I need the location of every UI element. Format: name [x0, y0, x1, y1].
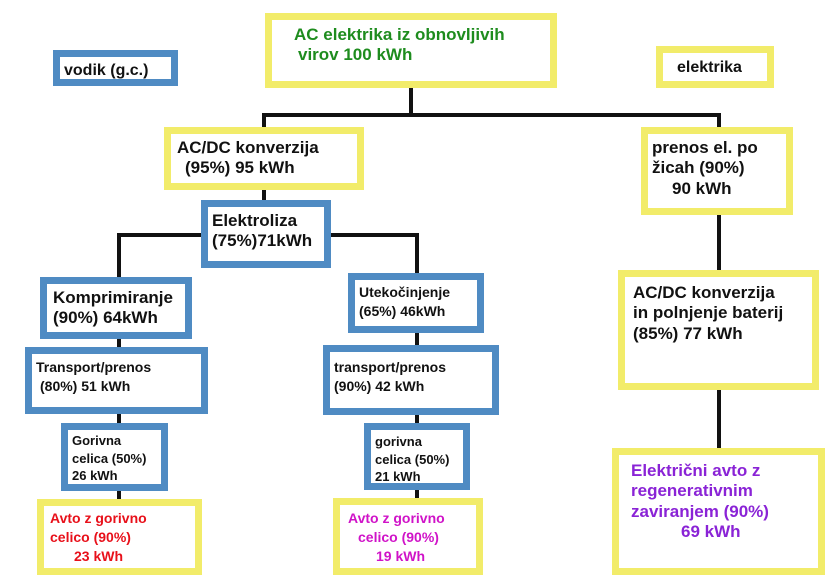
connector-top-horizontal [262, 113, 721, 117]
node-liquefaction: Utekočinjenje (65%) 46kWh [348, 273, 484, 333]
node-electrolysis-line1: Elektroliza [212, 211, 298, 230]
node-compression: Komprimiranje (90%) 64kWh [40, 277, 192, 339]
node-transmission-line2: žicah (90%) [652, 158, 745, 178]
node-transmission-line1: prenos el. po [652, 138, 758, 157]
node-battery-line3: (85%) 77 kWh [633, 323, 743, 343]
node-battery-line1: AC/DC konverzija [633, 283, 775, 302]
legend-electricity-label: elektrika [677, 59, 742, 76]
node-compression-line2: (90%) 64kWh [53, 308, 158, 328]
legend-hydrogen: vodik (g.c.) [53, 50, 178, 86]
node-fuelcell-left-line1: Gorivna [72, 433, 122, 448]
connector-compression-transport [117, 338, 121, 348]
node-liquefaction-line2: (65%) 46kWh [359, 302, 446, 319]
node-fuelcell-left-line2: celica (50%) [72, 450, 147, 466]
node-ev-line4: 69 kWh [681, 522, 741, 542]
node-transmission-line3: 90 kWh [672, 178, 732, 198]
node-car-left-line2: celico (90%) [50, 528, 131, 545]
connector-to-compression [117, 233, 121, 279]
connector-to-acdc [262, 113, 266, 127]
connector-transport-fuelcell-mid [415, 414, 419, 424]
connector-to-transmission [717, 113, 721, 127]
node-electrolysis-line2: (75%)71kWh [212, 231, 313, 251]
connector-transport-fuelcell-left [117, 413, 121, 424]
node-fuel-cell-car-left: Avto z gorivno celico (90%) 23 kWh [37, 499, 202, 575]
node-car-mid-line1: Avto z gorivno [348, 510, 445, 526]
node-transport-mid-line2: (90%) 42 kWh [334, 377, 425, 394]
node-compression-line1: Komprimiranje [53, 288, 173, 307]
legend-electricity: elektrika [656, 46, 774, 88]
node-source-electricity: AC elektrika iz obnovljivih virov 100 kW… [265, 13, 557, 88]
connector-to-liquefaction [415, 233, 419, 275]
node-transport-mid-line1: transport/prenos [334, 359, 447, 375]
node-acdc-line1: AC/DC konverzija [177, 138, 319, 157]
connector-transmission-battery [717, 214, 721, 271]
node-transport-left-line1: Transport/prenos [36, 359, 152, 375]
node-fuelcell-mid-line1: gorivna [375, 434, 422, 449]
node-car-left-line3: 23 kWh [74, 547, 124, 564]
connector-source-down [409, 88, 413, 115]
node-ev-line2: regenerativnim [631, 481, 753, 501]
node-transport-left: Transport/prenos (80%) 51 kWh [25, 347, 208, 414]
node-car-left-line1: Avto z gorivno [50, 510, 147, 526]
node-source-line2: virov 100 kWh [298, 45, 413, 65]
node-source-line1: AC elektrika iz obnovljivih [294, 25, 505, 44]
node-fuel-cell-mid: gorivna celica (50%) 21 kWh [364, 423, 470, 490]
node-fuel-cell-left: Gorivna celica (50%) 26 kWh [61, 423, 168, 491]
node-fuelcell-left-line3: 26 kWh [72, 468, 118, 484]
node-car-mid-line2: celico (90%) [358, 528, 439, 545]
node-battery-line2: in polnjenje baterij [633, 303, 784, 323]
connector-liquefaction-transport [415, 332, 419, 346]
node-fuelcell-mid-line3: 21 kWh [375, 469, 421, 485]
node-acdc-conversion: AC/DC konverzija (95%) 95 kWh [164, 127, 364, 190]
node-car-mid-line3: 19 kWh [376, 547, 426, 564]
connector-fuelcell-car-left [117, 490, 121, 500]
node-ev-line3: zaviranjem (90%) [631, 501, 769, 521]
node-wire-transmission: prenos el. po žicah (90%) 90 kWh [641, 127, 793, 215]
node-battery-charging: AC/DC konverzija in polnjenje baterij (8… [618, 270, 819, 390]
node-fuelcell-mid-line2: celica (50%) [375, 451, 450, 467]
node-liquefaction-line1: Utekočinjenje [359, 284, 451, 300]
connector-battery-ev [717, 389, 721, 449]
node-electrolysis: Elektroliza (75%)71kWh [201, 200, 331, 268]
connector-acdc-electrolysis [262, 189, 266, 203]
legend-hydrogen-label: vodik (g.c.) [64, 62, 149, 79]
node-ev-line1: Električni avto z [631, 461, 761, 480]
node-electric-car: Električni avto z regenerativnim zaviran… [612, 448, 825, 575]
node-transport-left-line2: (80%) 51 kWh [40, 377, 131, 394]
node-fuel-cell-car-mid: Avto z gorivno celico (90%) 19 kWh [333, 498, 483, 575]
node-acdc-line2: (95%) 95 kWh [185, 158, 295, 178]
node-transport-mid: transport/prenos (90%) 42 kWh [323, 345, 499, 415]
connector-fuelcell-car-mid [415, 489, 419, 499]
